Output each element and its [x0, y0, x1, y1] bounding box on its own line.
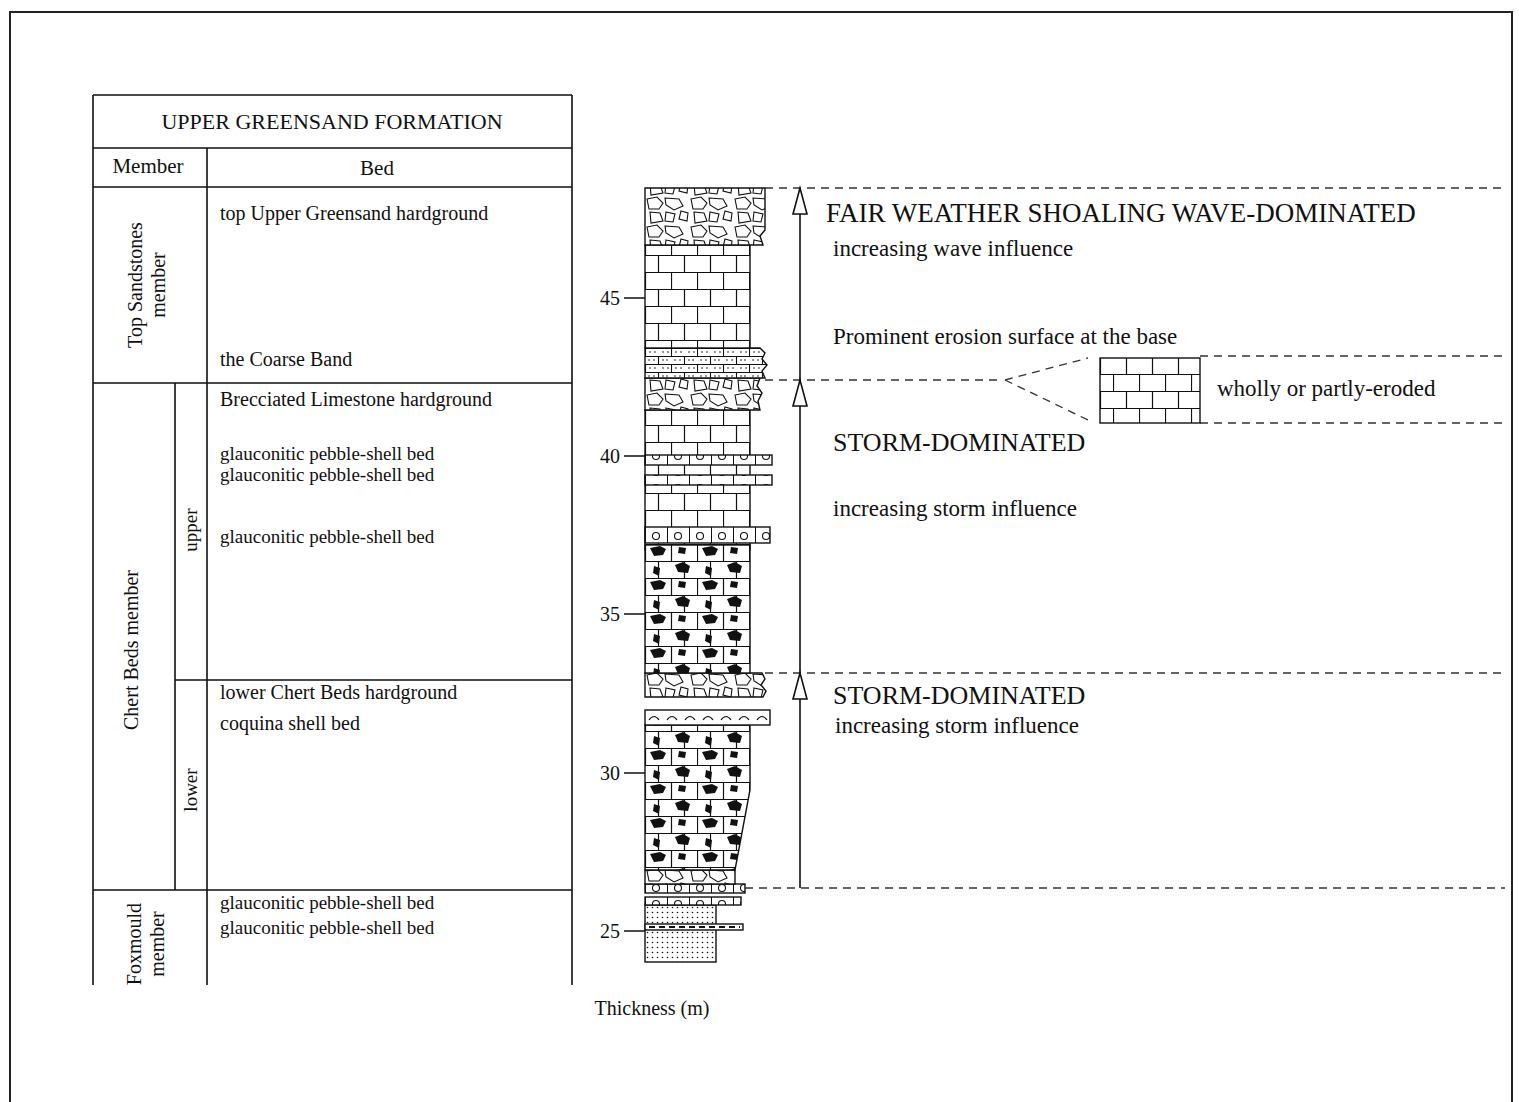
- thickness-axis: [624, 298, 645, 931]
- table-header: UPPER GREENSAND FORMATION: [161, 109, 502, 134]
- bed-name: glauconitic pebble-shell bed: [220, 526, 434, 548]
- bed-name: glauconitic pebble-shell bed: [220, 917, 434, 939]
- strat-column-part: [645, 348, 767, 378]
- interpretation-heading: STORM-DOMINATED: [833, 428, 1085, 458]
- strat-column-part: [645, 527, 770, 543]
- column-header: Bed: [360, 156, 394, 180]
- interpretation-heading: FAIR WEATHER SHOALING WAVE-DOMINATED: [826, 198, 1416, 229]
- table-grid-part: [93, 95, 572, 985]
- strat-column-part: [645, 897, 741, 905]
- trend-arrows-part: [793, 673, 807, 699]
- trend-arrows: [793, 188, 807, 888]
- bed-name: glauconitic pebble-shell bed: [220, 443, 434, 465]
- submember-name: upper: [180, 508, 202, 551]
- member-name: Foxmould member: [123, 894, 169, 994]
- axis-title: Thickness (m): [595, 997, 710, 1020]
- bed-name: glauconitic pebble-shell bed: [220, 892, 434, 914]
- interpretation-note: wholly or partly-eroded: [1217, 376, 1435, 402]
- bed-name: Brecciated Limestone hardground: [220, 388, 492, 411]
- bed-name: lower Chert Beds hardground: [220, 681, 457, 704]
- strat-column-part: [645, 188, 765, 245]
- interpretation-heading: STORM-DOMINATED: [833, 681, 1085, 711]
- table-grid: [93, 95, 572, 985]
- trend-arrows-part: [793, 188, 807, 214]
- strat-column-part: [645, 455, 772, 465]
- strat-column: [645, 188, 772, 962]
- bed-name: glauconitic pebble-shell bed: [220, 464, 434, 486]
- axis-tick-label: 30: [600, 762, 620, 785]
- interpretation-note: increasing wave influence: [833, 236, 1073, 262]
- strat-column-part: [645, 378, 762, 410]
- submember-name: lower: [180, 768, 202, 811]
- strat-column-part: [645, 710, 770, 725]
- trend-arrows-part: [793, 380, 807, 406]
- strat-column-part: [645, 905, 716, 962]
- table-grid-part: [93, 95, 572, 890]
- strat-column-part: [645, 924, 743, 930]
- bed-name: the Coarse Band: [220, 348, 352, 371]
- outer-frame: [10, 12, 1512, 1102]
- interpretation-note: increasing storm influence: [835, 713, 1079, 739]
- axis-tick-label: 40: [600, 445, 620, 468]
- axis-tick-label: 25: [600, 920, 620, 943]
- bed-name: coquina shell bed: [220, 712, 360, 735]
- boundary-lines-part: [765, 356, 1505, 423]
- boundary-lines: [745, 188, 1505, 888]
- trend-arrows-part: [799, 213, 801, 888]
- thickness-axis-part: [624, 298, 645, 931]
- member-name: Chert Beds member: [120, 570, 143, 730]
- bed-name: top Upper Greensand hardground: [220, 202, 488, 225]
- member-name: Top Sandstones member: [124, 205, 170, 365]
- interpretation-note: Prominent erosion surface at the base: [833, 324, 1177, 350]
- strat-column-part: [645, 870, 735, 884]
- interpretation-note: increasing storm influence: [833, 496, 1077, 522]
- eroded-limestone-block-part: [1100, 358, 1200, 423]
- boundary-lines-part: [745, 188, 1505, 888]
- eroded-limestone-block: [1100, 358, 1200, 423]
- strat-column-part: [645, 884, 745, 893]
- strat-column-part: [645, 245, 750, 348]
- column-header: Member: [112, 154, 183, 178]
- outer-frame-part: [10, 12, 1512, 1102]
- strat-column-part: [645, 475, 772, 485]
- strat-column-part: [645, 673, 766, 697]
- strat-column-part: [645, 725, 750, 870]
- axis-tick-label: 35: [600, 603, 620, 626]
- strat-column-part: [645, 545, 750, 673]
- strat-column-part: [649, 926, 740, 928]
- axis-tick-label: 45: [600, 287, 620, 310]
